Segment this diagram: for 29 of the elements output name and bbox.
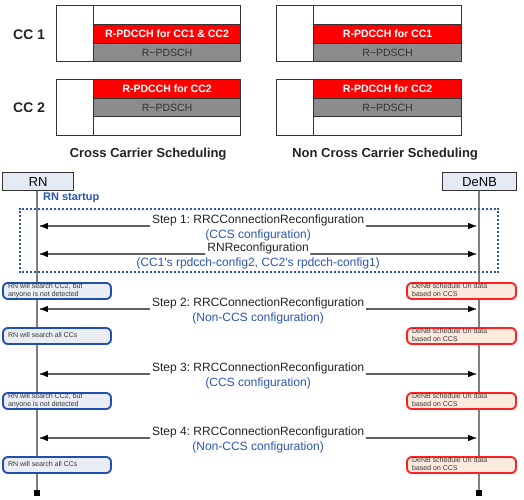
data-channel-band: R−PDSCH [314, 43, 461, 62]
message-parameter: (Non-CCS configuration) [190, 439, 326, 453]
control-channel-band: R-PDCCH for CC2 [314, 79, 461, 98]
scheme-title: Cross Carrier Scheduling [68, 145, 228, 160]
data-channel-band: R−PDSCH [94, 98, 240, 117]
row-label: CC 2 [13, 99, 45, 115]
message-label: RNReconfiguration [205, 240, 311, 255]
participant-box: DeNB [442, 172, 517, 191]
data-channel-band: R−PDSCH [94, 43, 240, 62]
message-label: Step 1: RRCConnectionReconfiguration [150, 212, 366, 227]
message-label: Step 2: RRCConnectionReconfiguration [150, 295, 366, 310]
control-channel-band: R-PDCCH for CC1 [314, 24, 461, 43]
data-channel-band: R−PDSCH [314, 98, 461, 117]
control-channel-band: R-PDCCH for CC1 & CC2 [94, 24, 240, 43]
control-channel-band: R-PDCCH for CC2 [94, 79, 240, 98]
message-parameter: (Non-CCS configuration) [190, 310, 326, 324]
message-label: Step 3: RRCConnectionReconfiguration [150, 360, 366, 375]
subframe-frame [276, 79, 462, 136]
subframe-frame [56, 5, 241, 62]
message-parameter: (CCS configuration) [203, 227, 313, 241]
subframe-frame [276, 5, 462, 62]
subframe-frame [56, 79, 241, 136]
scheme-title: Non Cross Carrier Scheduling [290, 145, 480, 160]
message-parameter: (CCS configuration) [203, 375, 313, 389]
message-label: Step 4: RRCConnectionReconfiguration [150, 424, 366, 439]
participant-box: RN [2, 172, 74, 191]
group-heading: RN startup [43, 191, 100, 204]
message-parameter: (CC1's rpdcch-config2, CC2's rpdcch-config1) [134, 255, 382, 269]
row-label: CC 1 [13, 26, 45, 42]
